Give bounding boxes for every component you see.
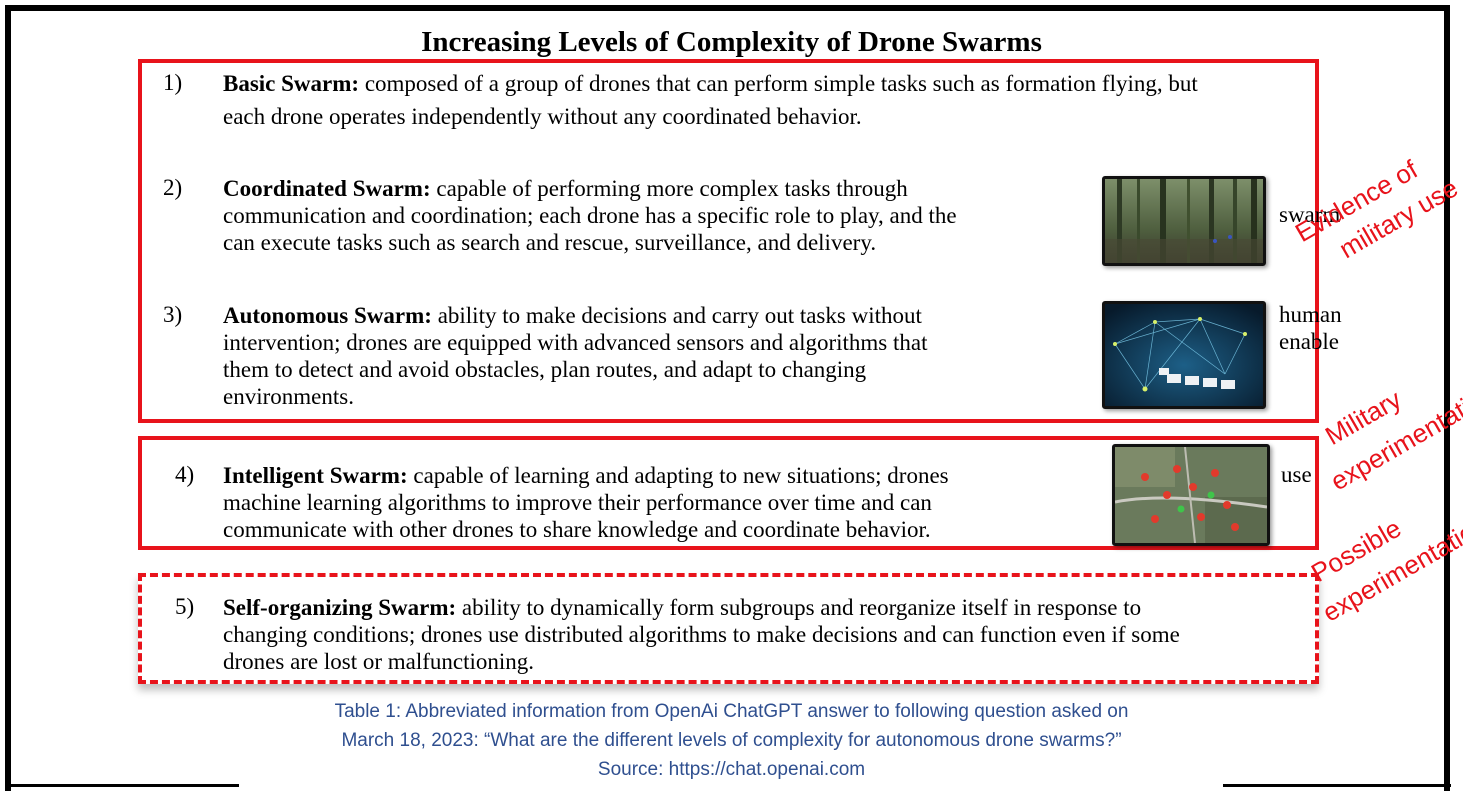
- item-number: 3): [163, 302, 183, 327]
- item-text: communicate with other drones to share k…: [223, 517, 931, 542]
- item-text: each drone operates independently withou…: [223, 104, 862, 129]
- item-name: Coordinated Swarm:: [223, 176, 431, 201]
- item-name: Autonomous Swarm:: [223, 303, 432, 328]
- item-text: capable of learning and adapting to new …: [407, 463, 949, 488]
- item-text: communication and coordination; each dro…: [223, 203, 957, 228]
- page-title: Increasing Levels of Complexity of Drone…: [421, 26, 1042, 58]
- item-name: Basic Swarm:: [223, 71, 360, 96]
- item-text: can execute tasks such as search and res…: [223, 230, 877, 255]
- possible-box: [138, 573, 1319, 684]
- item-text: changing conditions; drones use distribu…: [223, 622, 1180, 647]
- item-text: ability to dynamically form subgroups an…: [456, 595, 1142, 620]
- item-text: environments.: [223, 384, 354, 409]
- bottom-rule-left: [5, 784, 239, 787]
- item-number: 2): [163, 175, 183, 200]
- list-item-basic-swarm: Basic Swarm: composed of a group of dron…: [223, 70, 1323, 130]
- caption-source: Source: https://chat.openai.com: [597, 759, 866, 780]
- item-text: them to detect and avoid obstacles, plan…: [223, 357, 867, 382]
- item-text: intervention; drones are equipped with a…: [223, 330, 928, 355]
- item-text: ability to make decisions and carry out …: [431, 303, 922, 328]
- map-image: [1112, 444, 1270, 546]
- list-item-coordinated-swarm: Coordinated Swarm: capable of performing…: [223, 175, 1093, 256]
- item-side-text: enable: [1279, 329, 1340, 354]
- item-name: Self-organizing Swarm:: [223, 595, 457, 620]
- item-side-text: human: [1279, 302, 1342, 327]
- forest-drone-image: [1102, 176, 1266, 266]
- item-text: drones are lost or malfunctioning.: [223, 649, 535, 674]
- caption-line: March 18, 2023: “What are the different …: [341, 730, 1122, 751]
- item-side-text: use: [1281, 462, 1312, 487]
- list-item-autonomous-swarm: Autonomous Swarm: ability to make decisi…: [223, 302, 1093, 410]
- forest-drone-image-art: [1105, 179, 1263, 263]
- table-caption: Table 1: Abbreviated information from Op…: [0, 697, 1463, 784]
- caption-line: Table 1: Abbreviated information from Op…: [334, 701, 1129, 722]
- item-name: Intelligent Swarm:: [223, 463, 408, 488]
- swarm-network-image: [1102, 301, 1266, 409]
- swarm-network-image-art: [1105, 304, 1263, 406]
- bottom-rule-right: [1223, 784, 1451, 787]
- item-text: capable of performing more complex tasks…: [430, 176, 908, 201]
- item-number: 1): [163, 70, 183, 95]
- map-image-art: [1115, 447, 1267, 543]
- item-side-text: swarm: [1279, 202, 1341, 227]
- item-number: 5): [175, 594, 195, 619]
- item-text: composed of a group of drones that can p…: [359, 71, 1198, 96]
- list-item-intelligent-swarm: Intelligent Swarm: capable of learning a…: [223, 462, 1103, 543]
- item-number: 4): [175, 462, 195, 487]
- evidence-box: [138, 59, 1319, 423]
- military-box: [138, 436, 1319, 550]
- list-item-self-organizing-swarm: Self-organizing Swarm: ability to dynami…: [223, 594, 1323, 675]
- item-text: machine learning algorithms to improve t…: [223, 490, 932, 515]
- page-frame: [5, 5, 1450, 791]
